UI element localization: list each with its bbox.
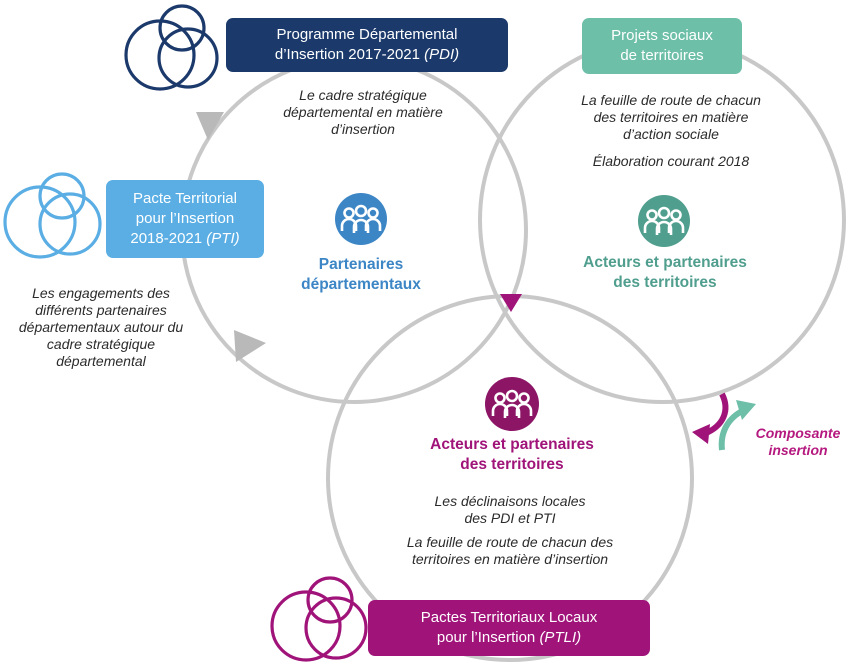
description-line: d’action sociale (623, 126, 719, 142)
label-partenaires-departementaux: Partenaires départementaux (276, 255, 446, 295)
description-line: Les engagements des (32, 285, 170, 301)
box-ptli: Pactes Territoriaux Locaux pour l’Insert… (368, 600, 650, 656)
label-line: insertion (768, 442, 828, 458)
arrowhead-top-left-icon (196, 112, 224, 140)
box-pdi: Programme Départemental d’Insertion 2017… (226, 18, 508, 72)
description-line: des PDI et PTI (464, 510, 556, 526)
box-pst-line1: Projets sociaux (611, 27, 713, 44)
label-line: Acteurs et partenaires (430, 436, 594, 453)
description-line: territoires en matière d’insertion (411, 551, 609, 567)
label-line: Composante (755, 425, 841, 441)
label-line: des territoires (460, 456, 564, 473)
venn-logo-icon-pdi (124, 4, 219, 91)
description-elaboration-date: Élaboration courant 2018 (592, 153, 750, 169)
description-line: Les déclinaisons locales (434, 493, 586, 509)
description-projets-sociaux: La feuille de route de chacun des territ… (556, 92, 786, 143)
people-group-icon-green (638, 195, 690, 247)
intersection-marker-icon (500, 294, 522, 312)
people-group-icon-blue (335, 193, 387, 245)
cycle-arrows-icon (692, 392, 756, 451)
box-pti-abbr: (PTI) (206, 230, 240, 247)
label-composante-insertion: Composante insertion (748, 425, 848, 459)
description-line: départemental (56, 353, 146, 369)
box-ptli-abbr: (PTLI) (539, 629, 582, 646)
venn-logo-icon-pti (3, 172, 102, 259)
box-pti-line1: Pacte Territorial (133, 190, 237, 207)
description-line: cadre stratégique (46, 336, 156, 352)
box-projets-sociaux: Projets sociaux de territoires (582, 18, 742, 74)
box-ptli-line1: Pactes Territoriaux Locaux (420, 609, 598, 626)
description-line: La feuille de route de chacun (581, 92, 761, 108)
description-line: Le cadre stratégique (299, 87, 427, 103)
description-line: La feuille de route de chacun des (406, 534, 614, 550)
label-acteurs-territoires-green: Acteurs et partenaires des territoires (560, 253, 770, 293)
box-pti: Pacte Territorial pour l’Insertion 2018-… (106, 180, 264, 258)
description-pdi: Le cadre stratégique départemental en ma… (248, 87, 478, 138)
label-line: départementaux (301, 276, 421, 293)
box-ptli-line2: pour l’Insertion (436, 629, 540, 646)
description-line: d’insertion (331, 121, 395, 137)
box-pst-line2: de territoires (620, 47, 704, 64)
box-pti-line3: 2018-2021 (130, 230, 207, 247)
box-pdi-abbr: (PDI) (424, 46, 460, 63)
box-pdi-line2: d’Insertion 2017-2021 (274, 46, 425, 63)
label-line: Partenaires (318, 256, 404, 273)
label-acteurs-territoires-purple: Acteurs et partenaires des territoires (402, 435, 622, 475)
description-line: départementaux autour du (18, 319, 184, 335)
arrowhead-bottom-left-icon (234, 330, 266, 362)
box-pdi-line1: Programme Départemental (276, 26, 458, 43)
box-pti-line2: pour l’Insertion (135, 210, 235, 227)
description-pti: Les engagements des différents partenair… (2, 285, 200, 370)
description-ptli-feuille-de-route: La feuille de route de chacun des territ… (390, 534, 630, 568)
venn-logo-icon-ptli (270, 576, 368, 662)
description-line: départemental en matière (283, 104, 443, 120)
label-line: Acteurs et partenaires (583, 254, 747, 271)
description-ptli-declinaisons: Les déclinaisons locales des PDI et PTI (390, 493, 630, 527)
people-group-icon-purple (485, 377, 539, 431)
label-line: des territoires (613, 274, 717, 291)
description-line: différents partenaires (35, 302, 167, 318)
description-line: des territoires en matière (593, 109, 749, 125)
